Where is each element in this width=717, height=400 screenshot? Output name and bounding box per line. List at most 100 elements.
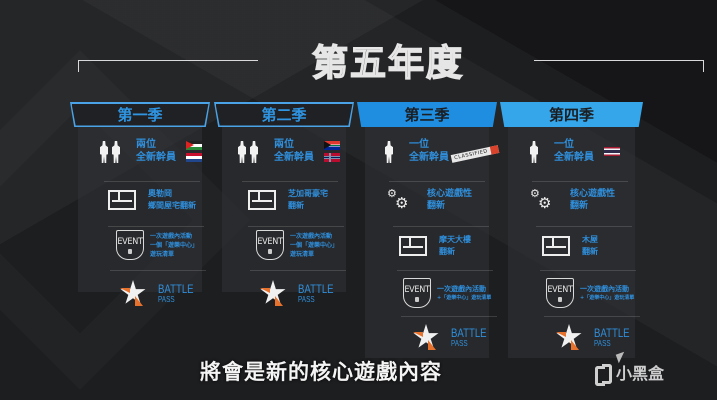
event-line: 一個「遊樂中心」	[290, 241, 339, 249]
season-header: 第二季	[214, 102, 354, 127]
divider	[536, 226, 632, 227]
battle-pass-sublabel: PASS	[158, 294, 175, 304]
battle-pass-sublabel: PASS	[298, 294, 315, 304]
event-line: 一次遊戲內活動	[580, 284, 629, 293]
event-line: 一次遊戲內活動	[290, 232, 333, 240]
divider	[532, 181, 628, 182]
thailand-flag-icon	[604, 146, 620, 156]
event-line: +「遊樂中心」遊玩清單	[437, 294, 492, 301]
battle-pass-label: BATTLE	[158, 281, 194, 296]
divider	[242, 181, 338, 182]
map-blueprint-icon	[542, 236, 570, 256]
battle-pass-row: BATTLE PASS	[260, 280, 400, 306]
gameplay-line: 翻新	[570, 201, 589, 211]
page-title: 第五年度	[311, 42, 464, 85]
new-operators-row: 一位 全新幹員 CLASSIFIED	[385, 138, 525, 164]
netherlands-flag-icon	[186, 152, 202, 162]
event-line: 一次遊戲內活動	[150, 232, 193, 240]
classified-operator-tag: CLASSIFIED	[450, 145, 500, 163]
rework-map-name: 摩天大樓	[439, 235, 471, 244]
gears-icon: ⚙⚙	[530, 187, 552, 212]
season-1-column: 第一季 兩位 全新幹員 奧勒岡 鄉間屋宅翻新 EVENT 一次遊戲內活動 一個「…	[70, 102, 210, 306]
event-row: EVENT 一次遊戲內活動 一個「遊樂中心」 遊玩清單	[256, 230, 396, 260]
operator-count: 一位	[554, 139, 574, 150]
operator-desc: 全新幹員	[274, 152, 314, 163]
rework-map-name: 木屋	[582, 235, 598, 244]
season-panel	[508, 126, 635, 358]
new-operators-row: 一位 全新幹員	[530, 138, 673, 164]
event-badge-icon: EVENT	[546, 278, 574, 308]
battle-pass-row: BATTLE PASS	[120, 280, 260, 306]
operator-desc: 全新幹員	[554, 152, 594, 163]
map-rework-row: 奧勒岡 鄉間屋宅翻新	[108, 188, 248, 212]
event-line: 遊玩清單	[150, 250, 175, 258]
operator-count: 一位	[409, 139, 429, 150]
divider	[397, 270, 493, 271]
map-blueprint-icon	[108, 190, 136, 210]
event-badge-icon: EVENT	[256, 230, 284, 260]
operator-silhouette-icon	[385, 139, 395, 163]
new-operators-row: 兩位 全新幹員	[238, 138, 378, 164]
divider	[250, 270, 346, 271]
map-rework-row: 木屋 翻新	[542, 234, 685, 258]
battle-pass-label: BATTLE	[451, 325, 487, 340]
gameplay-line: 核心遊戲性	[427, 189, 473, 199]
operator-desc: 全新幹員	[136, 152, 176, 163]
operator-desc: 全新幹員	[409, 152, 449, 163]
season-header: 第三季	[357, 102, 497, 127]
rework-desc: 翻新	[439, 247, 455, 256]
rework-desc: 鄉間屋宅翻新	[148, 201, 196, 210]
battle-pass-row: BATTLE PASS	[413, 324, 553, 350]
event-badge-icon: EVENT	[116, 230, 144, 260]
title-bracket-right	[534, 60, 704, 72]
rework-map-name: 芝加哥豪宅	[288, 189, 328, 198]
event-line: 一次遊戲內活動	[437, 284, 486, 293]
battle-pass-label: BATTLE	[594, 325, 630, 340]
event-line: +「遊樂中心」遊玩清單	[580, 294, 635, 301]
season-header: 第四季	[500, 102, 643, 127]
event-badge-icon: EVENT	[403, 278, 431, 308]
gameplay-line: 翻新	[427, 201, 446, 211]
video-subtitle: 將會是新的核心遊戲內容	[200, 360, 442, 384]
operator-silhouette-icon	[238, 139, 260, 163]
new-operators-row: 兩位 全新幹員	[100, 138, 240, 164]
rework-desc: 翻新	[582, 247, 598, 256]
divider	[401, 316, 497, 317]
event-line: 一個「遊樂中心」	[150, 241, 199, 249]
battle-pass-row: BATTLE PASS	[556, 324, 699, 350]
rework-desc: 翻新	[288, 201, 304, 210]
core-gameplay-row: ⚙⚙ 核心遊戲性 翻新	[530, 188, 673, 212]
battle-pass-sublabel: PASS	[451, 338, 468, 348]
season-header: 第一季	[70, 102, 210, 127]
map-rework-row: 摩天大樓 翻新	[399, 234, 539, 258]
map-rework-row: 芝加哥豪宅 翻新	[248, 188, 388, 212]
south-africa-flag-icon	[324, 140, 340, 150]
season-3-column: 第三季 一位 全新幹員 CLASSIFIED ⚙⚙ 核心遊戲性 翻新 摩天大樓 …	[357, 102, 500, 358]
gameplay-line: 核心遊戲性	[570, 189, 616, 199]
operator-silhouette-icon	[530, 139, 540, 163]
divider	[104, 181, 200, 182]
event-line: 遊玩清單	[290, 250, 315, 258]
operator-silhouette-icon	[100, 139, 122, 163]
season-4-column: 第四季 一位 全新幹員 ⚙⚙ 核心遊戲性 翻新 木屋 翻新 EVENT 一次遊戲…	[500, 102, 643, 358]
battle-pass-star-icon	[413, 324, 439, 350]
season-2-column: 第二季 兩位 全新幹員 芝加哥豪宅 翻新 EVENT 一次遊戲內活動 一個「遊樂…	[214, 102, 354, 306]
event-row: EVENT 一次遊戲內活動 +「遊樂中心」遊玩清單	[403, 278, 543, 308]
gears-icon: ⚙⚙	[387, 187, 409, 212]
battle-pass-label: BATTLE	[298, 281, 334, 296]
norway-flag-icon	[324, 152, 340, 162]
divider	[393, 226, 489, 227]
event-row: EVENT 一次遊戲內活動 一個「遊樂中心」 遊玩清單	[116, 230, 256, 260]
operator-count: 兩位	[136, 139, 156, 150]
battle-pass-sublabel: PASS	[594, 338, 611, 348]
operator-count: 兩位	[274, 139, 294, 150]
season-panel	[365, 126, 489, 358]
title-bracket-left	[78, 60, 258, 72]
divider	[248, 226, 344, 227]
divider	[110, 270, 206, 271]
map-blueprint-icon	[248, 190, 276, 210]
divider	[540, 270, 636, 271]
divider	[544, 316, 640, 317]
battle-pass-star-icon	[120, 280, 146, 306]
divider	[389, 181, 485, 182]
